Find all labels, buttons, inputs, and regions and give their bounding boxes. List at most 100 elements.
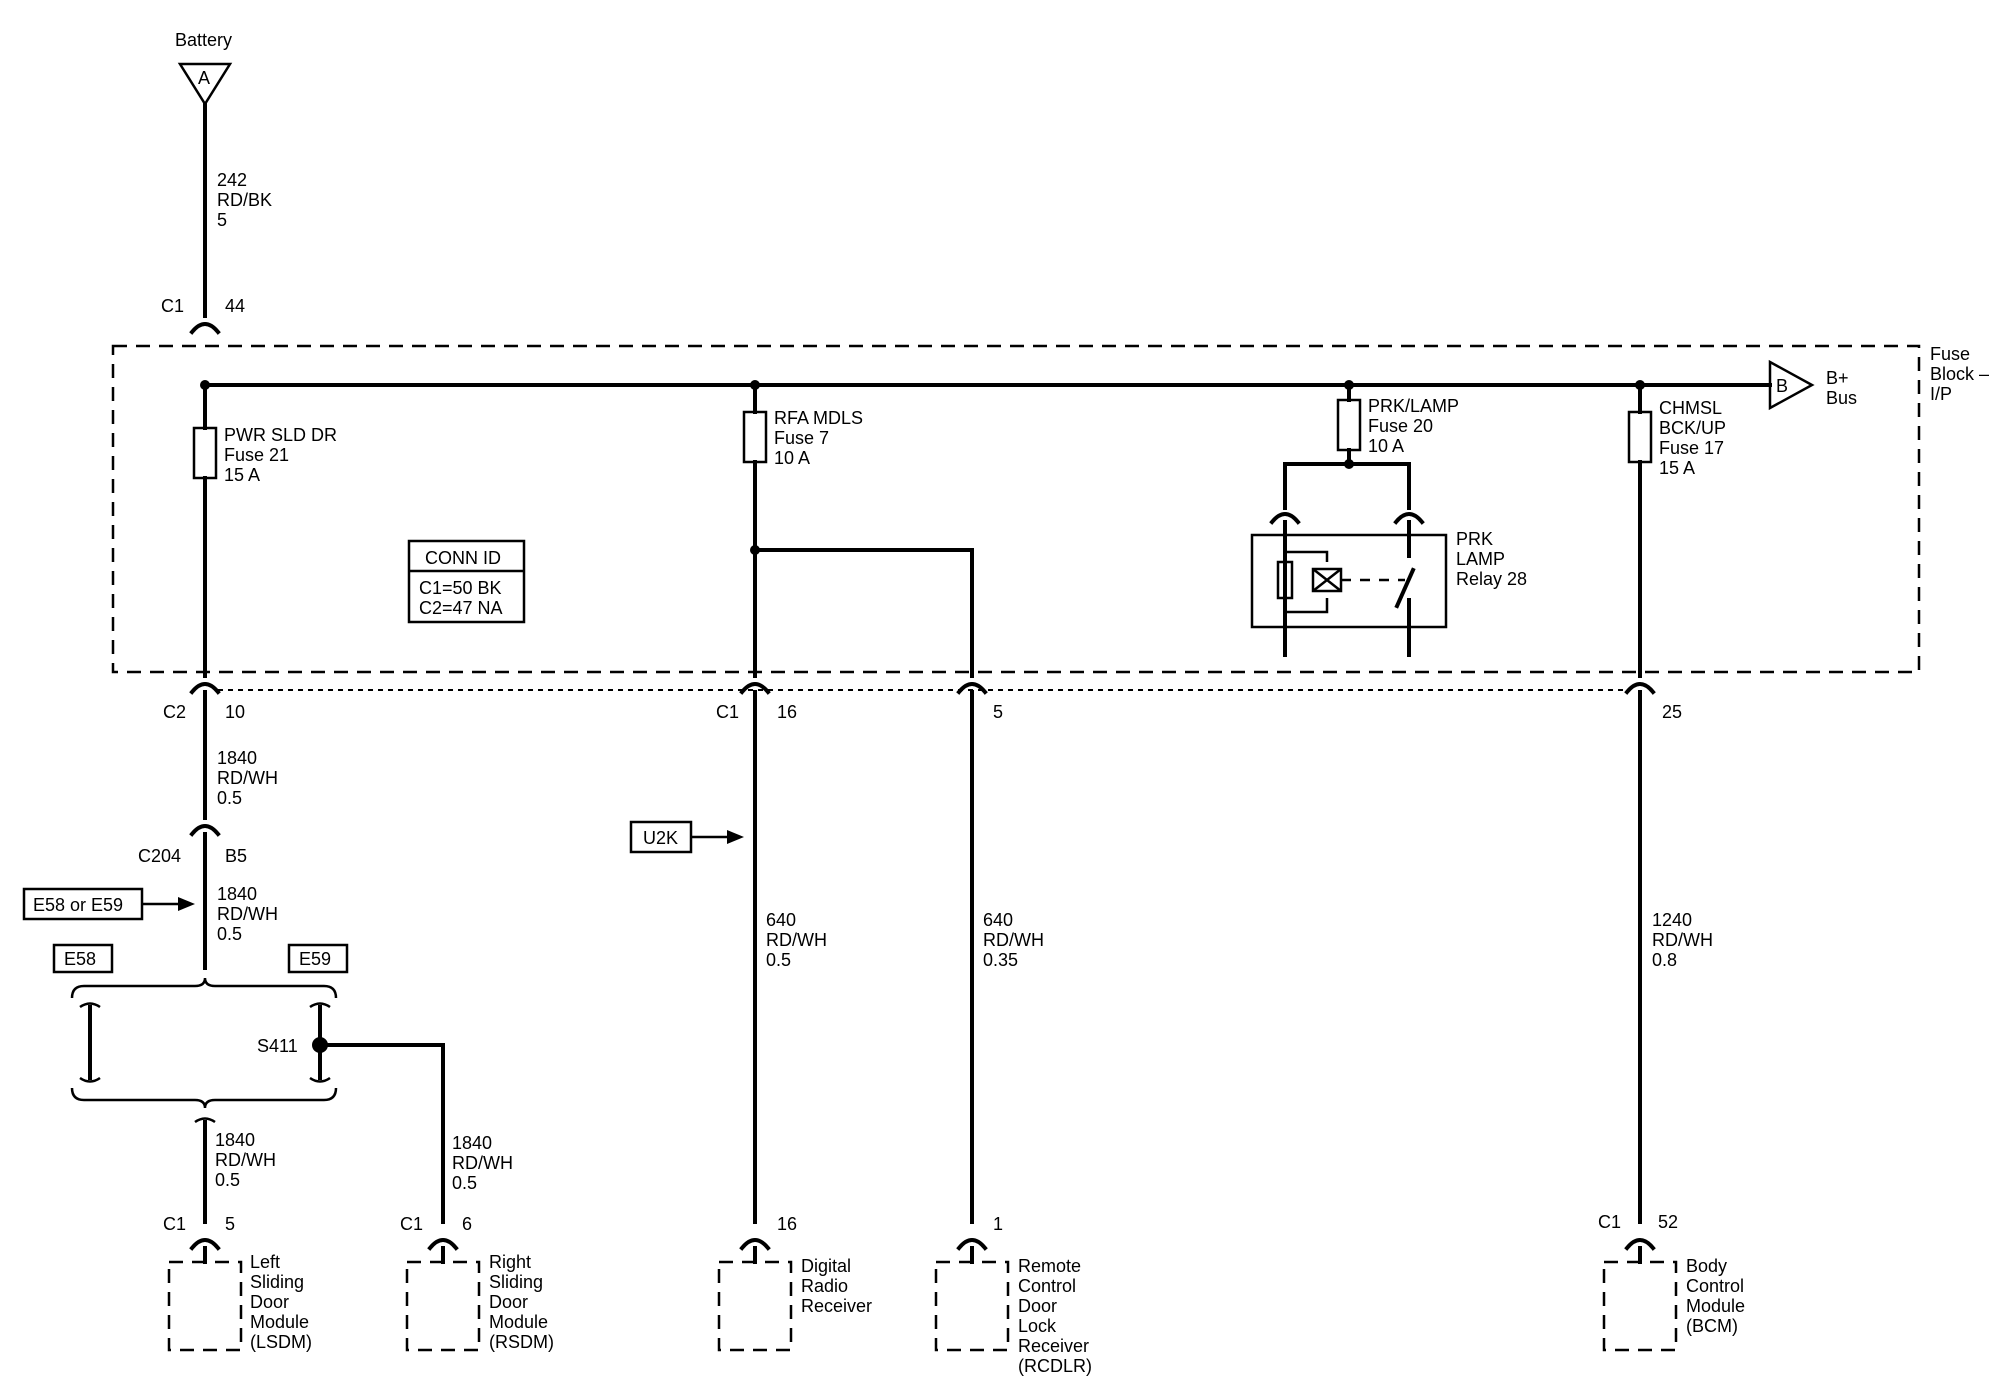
connector-c1-label: C1 <box>161 296 184 316</box>
conn-id-c2: C2=47 NA <box>419 598 503 618</box>
wire-circuit: 640 <box>766 910 796 930</box>
wire-circuit: 1840 <box>217 884 257 904</box>
fuse-7-name: RFA MDLS <box>774 408 863 428</box>
battery-label: Battery <box>175 30 232 50</box>
fuse-17-label: CHMSL BCK/UP Fuse 17 15 A <box>1659 398 1726 478</box>
wire-color: RD/WH <box>983 930 1044 950</box>
module-label: Digital <box>801 1256 851 1276</box>
fuse-17-name: CHMSL <box>1659 398 1722 418</box>
u2k-label: U2K <box>643 828 678 848</box>
fuse-block-name-3: I/P <box>1930 384 1952 404</box>
splice-s411-label: S411 <box>257 1036 298 1056</box>
feed-wire-label: 242 RD/BK 5 <box>217 170 272 230</box>
module-label: (LSDM) <box>250 1332 312 1352</box>
arrow-icon <box>178 897 195 911</box>
module-conn: C1 <box>163 1214 186 1234</box>
conn-id-box: CONN ID C1=50 BK C2=47 NA <box>407 539 526 624</box>
connector-pin-5-label: 5 <box>993 702 1003 722</box>
wire-circuit: 640 <box>983 910 1013 930</box>
relay-label-1: PRK <box>1456 529 1493 549</box>
module-lsdm: C1 5 Left Sliding Door Module (LSDM) <box>163 1214 312 1352</box>
module-rsdm: C1 6 Right Sliding Door Module (RSDM) <box>400 1214 554 1352</box>
module-label: Door <box>250 1292 289 1312</box>
module-label: Receiver <box>1018 1336 1089 1356</box>
conn-id-title: CONN ID <box>425 548 501 568</box>
module-conn: C1 <box>400 1214 423 1234</box>
wire-640-label-a: 640 RD/WH 0.5 <box>766 910 827 970</box>
relay-label-2: LAMP <box>1456 549 1505 569</box>
fuse-block-name-2: Block – <box>1930 364 1989 384</box>
fuse-7-rating: 10 A <box>774 448 810 468</box>
module-pin: 16 <box>777 1214 797 1234</box>
option-e59-label: E59 <box>299 949 331 969</box>
wire-gauge: 0.5 <box>215 1170 240 1190</box>
wire-gauge: 0.8 <box>1652 950 1677 970</box>
fuse-21-symbol <box>192 426 218 480</box>
connector-c2-label: C2 <box>163 702 186 722</box>
wire-color: RD/WH <box>1652 930 1713 950</box>
module-label: Sliding <box>250 1272 304 1292</box>
fuse-20-symbol <box>1336 398 1362 452</box>
module-label: Body <box>1686 1256 1727 1276</box>
module-label: Module <box>1686 1296 1745 1316</box>
module-label: Remote <box>1018 1256 1081 1276</box>
module-label: Receiver <box>801 1296 872 1316</box>
module-label: Module <box>489 1312 548 1332</box>
module-pin: 6 <box>462 1214 472 1234</box>
connector-pin-5: 5 <box>956 682 1003 722</box>
connector-c204-label: C204 <box>138 846 181 866</box>
fuse-17-symbol <box>1627 410 1653 464</box>
option-e58: E58 <box>52 943 114 974</box>
module-label: (RCDLR) <box>1018 1356 1092 1376</box>
wire <box>318 1043 445 1224</box>
option-e59: E59 <box>287 943 349 974</box>
option-bracket-bottom <box>70 1087 338 1109</box>
connector-c1-16: C1 16 <box>716 682 797 722</box>
module-label: Control <box>1686 1276 1744 1296</box>
wire-circuit: 1840 <box>217 748 257 768</box>
module-label: Sliding <box>489 1272 543 1292</box>
module-label: (BCM) <box>1686 1316 1738 1336</box>
wire-1840-label-b: 1840 RD/WH 0.5 <box>217 884 278 944</box>
connector-pin-25-label: 25 <box>1662 702 1682 722</box>
module-label: Radio <box>801 1276 848 1296</box>
module-bcm: C1 52 Body Control Module (BCM) <box>1598 1212 1745 1352</box>
option-e58-label: E58 <box>64 949 96 969</box>
fuse-7-number: Fuse 7 <box>774 428 829 448</box>
u2k-reference: U2K <box>629 820 744 854</box>
wire-gauge: 0.35 <box>983 950 1018 970</box>
wire-color: RD/WH <box>217 904 278 924</box>
option-e58-path <box>79 1002 101 1083</box>
feed-wire-color: RD/BK <box>217 190 272 210</box>
module-label: Module <box>250 1312 309 1332</box>
option-e58-or-e59: E58 or E59 <box>22 887 195 921</box>
connector-pin-b5: B5 <box>225 846 247 866</box>
prk-lamp-relay: PRK LAMP Relay 28 <box>1250 512 1527 657</box>
fuse-21-label: PWR SLD DR Fuse 21 15 A <box>224 425 337 485</box>
wire-circuit: 1240 <box>1652 910 1692 930</box>
connector-pin-10: 10 <box>225 702 245 722</box>
fuse-block-label: Fuse Block – I/P <box>1930 344 1989 404</box>
wire-color: RD/WH <box>215 1150 276 1170</box>
fuse-20-number: Fuse 20 <box>1368 416 1433 436</box>
module-label: Door <box>489 1292 528 1312</box>
arrow-icon <box>727 830 744 844</box>
connector-c2-10: C2 10 <box>163 682 245 722</box>
wire-gauge: 0.5 <box>766 950 791 970</box>
module-label: Lock <box>1018 1316 1057 1336</box>
relay-label-3: Relay 28 <box>1456 569 1527 589</box>
wire <box>1283 462 1411 510</box>
wire <box>753 548 974 678</box>
conn-id-c1: C1=50 BK <box>419 578 502 598</box>
option-e58-or-e59-label: E58 or E59 <box>33 895 123 915</box>
connector-pin-44: 44 <box>225 296 245 316</box>
fuse-20-label: PRK/LAMP Fuse 20 10 A <box>1368 396 1459 456</box>
wire-end <box>194 1117 216 1124</box>
connector-c1-label: C1 <box>716 702 739 722</box>
module-conn: C1 <box>1598 1212 1621 1232</box>
connector-pin-16: 16 <box>777 702 797 722</box>
wire-circuit: 1840 <box>215 1130 255 1150</box>
module-label: Door <box>1018 1296 1057 1316</box>
feed-wire-circuit: 242 <box>217 170 247 190</box>
fuse-17-name-2: BCK/UP <box>1659 418 1726 438</box>
